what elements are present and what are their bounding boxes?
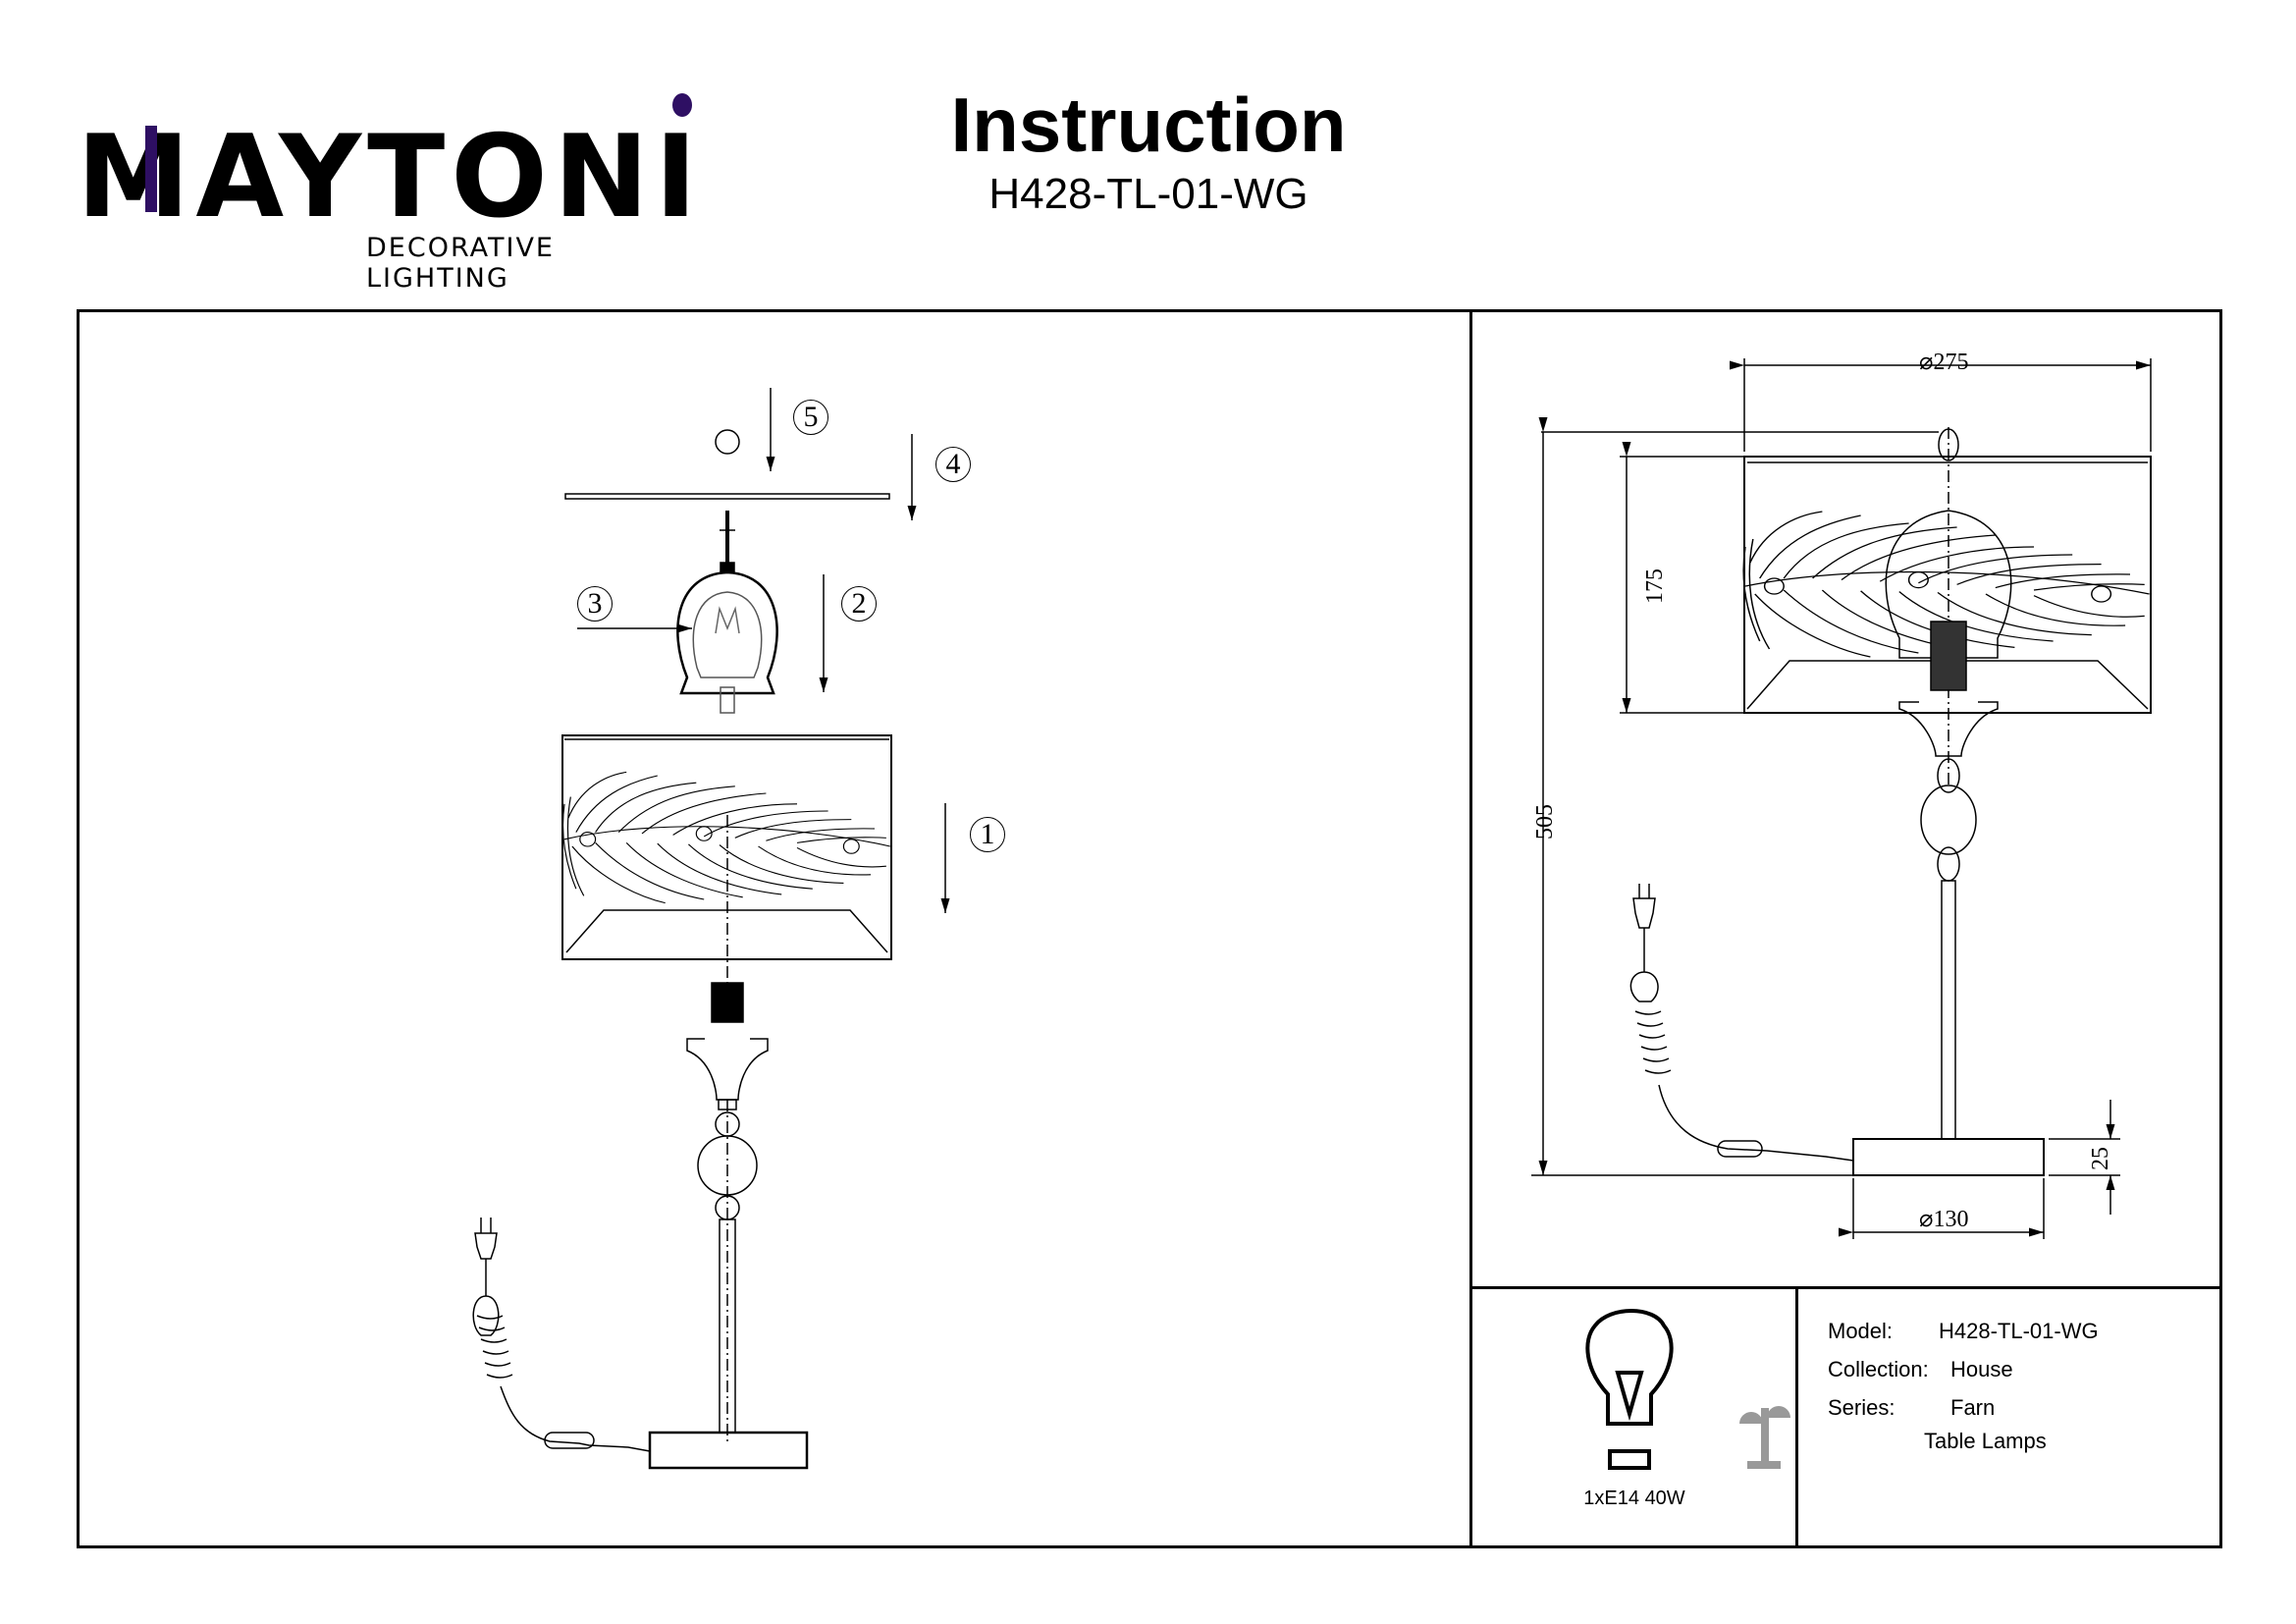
logo-accent-bar [145,126,157,212]
step-4-badge: 4 [935,447,971,482]
model-value: H428-TL-01-WG [1939,1319,2099,1343]
divider-horizontal [1469,1286,2222,1289]
lightbulb-icon [1585,1309,1674,1470]
step-1-badge: 1 [970,817,1005,852]
dimensioned-view [1531,358,2152,1239]
dim-base-height: 25 [2088,1147,2113,1170]
base-part [648,1431,809,1470]
document-title: Instruction [950,81,1347,168]
series-value: Farn [1950,1395,1996,1420]
top-disc-part [564,493,890,500]
model-label: Model: [1828,1319,1894,1343]
step-2-badge: 2 [841,586,877,622]
model-code-heading: H428-TL-01-WG [988,170,1308,218]
brand-logo: MAYTONI DECORATIVE LIGHTING [77,93,705,294]
bulb-cage-part [676,570,778,695]
dim-shade-height: 175 [1642,568,1668,604]
finial-part [715,429,740,455]
collection-label: Collection: [1828,1357,1929,1381]
step-5-badge: 5 [793,400,828,435]
drawing-frame [77,309,2222,1548]
divider-info [1795,1286,1798,1548]
step-3-badge: 3 [577,586,613,622]
bulb-spec: 1xE14 40W [1583,1488,1685,1509]
dim-shade-diameter: ⌀275 [1919,350,1969,375]
dim-total-height: 505 [1532,804,1558,839]
lampshade-part [561,734,892,960]
category-label: Table Lamps [1924,1429,2047,1453]
brand-tagline: DECORATIVE LIGHTING [366,233,555,294]
collection-value: House [1950,1357,2013,1381]
divider-vertical [1469,309,1472,1548]
bulb-part [692,591,763,678]
table-lamp-icon [1739,1406,1790,1469]
series-label: Series: [1828,1395,1896,1420]
logo-accent-dot [672,93,692,117]
dim-base-diameter: ⌀130 [1919,1207,1969,1232]
brand-name: MAYTONI [77,111,704,244]
exploded-view [472,388,950,1470]
